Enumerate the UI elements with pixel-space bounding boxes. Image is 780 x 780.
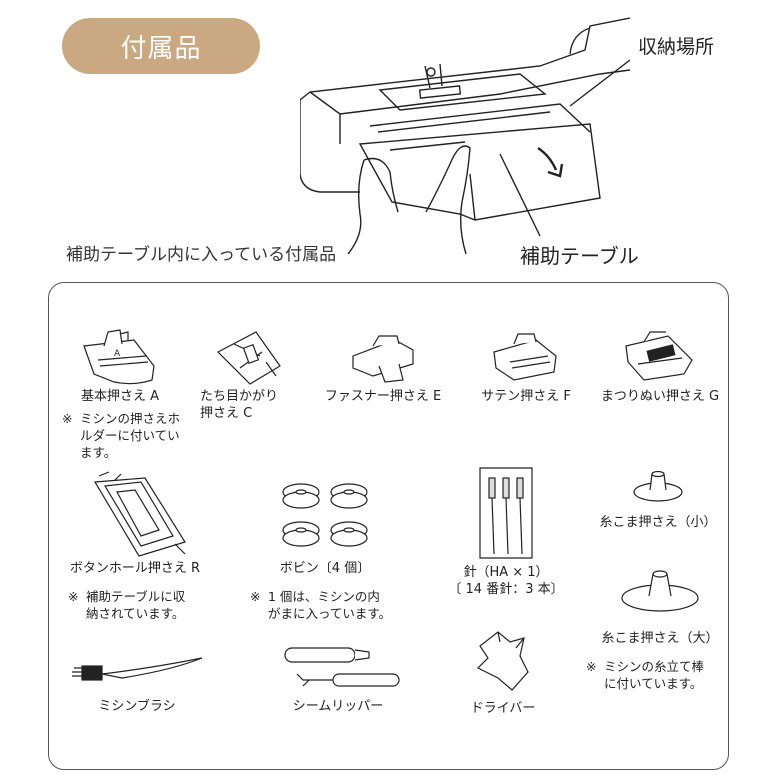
- accessory-foot-c: たち目かがり 押さえ C: [200, 326, 300, 422]
- needle-label-line1: 針（HA × 1）: [463, 565, 549, 580]
- accessory-foot-r: ボタンホール押さえ R: [60, 470, 210, 577]
- bobbin-icon: [282, 483, 368, 547]
- blind-stitch-foot-g-icon: [625, 331, 693, 381]
- satin-foot-f-icon: [493, 333, 557, 381]
- foot-g-label: まつりぬい押さえ G: [600, 389, 720, 404]
- foot-e-label: ファスナー押さえ E: [324, 389, 442, 404]
- accessory-foot-f: サテン押さえ F: [466, 326, 586, 405]
- accessory-screwdriver: ドライバー: [448, 628, 558, 717]
- accessory-foot-a: A 基本押さえ A: [60, 326, 180, 405]
- overcasting-foot-c-icon: [216, 331, 281, 385]
- spool-cap-large-note: ※ミシンの糸立て棒 に付いています。: [586, 659, 705, 691]
- needle-label-line2: 〔 14 番針：3 本〕: [448, 582, 564, 597]
- accessory-brush: ミシンブラシ: [62, 648, 212, 715]
- seam-ripper-icon: [284, 647, 400, 687]
- sewing-machine-illustration: [300, 17, 630, 254]
- buttonhole-note: ※補助テーブルに収 納されています。: [68, 589, 186, 621]
- seam-ripper-label: シームリッパー: [292, 699, 384, 714]
- zipper-foot-e-icon: [352, 335, 414, 383]
- svg-text:A: A: [114, 349, 121, 359]
- foot-a-note: ※ミシンの押さえホ ルダーに付いてい ます。: [62, 411, 181, 460]
- bobbin-label: ボビン〔4 個〕: [279, 561, 371, 576]
- spool-cap-large-label: 糸こま押さえ（大）: [601, 631, 719, 646]
- brush-icon: [72, 657, 203, 681]
- brush-label: ミシンブラシ: [98, 699, 176, 714]
- presser-foot-a-icon: A: [83, 329, 155, 385]
- bobbin-note: ※1 個は、ミシンの内 がまに入っています。: [250, 589, 392, 621]
- foot-f-label: サテン押さえ F: [481, 389, 571, 404]
- accessory-seam-ripper: シームリッパー: [268, 640, 408, 715]
- spool-cap-small-label: 糸こま押さえ（小）: [599, 515, 717, 530]
- accessory-bobbins: ボビン〔4 個〕: [260, 476, 390, 577]
- screwdriver-icon: [476, 631, 529, 691]
- accessory-needles: 針（HA × 1） 〔 14 番針：3 本〕: [436, 464, 576, 598]
- foot-a-label: 基本押さえ A: [80, 389, 160, 404]
- spool-cap-large-icon: [621, 570, 699, 612]
- accessories-panel: [48, 282, 729, 770]
- foot-c-label-line2: 押さえ C: [200, 406, 253, 421]
- page-title: 付属品: [62, 18, 260, 74]
- section-subtitle: 補助テーブル内に入っている付属品: [52, 240, 353, 270]
- foot-c-label-line1: たち目かがり: [200, 389, 279, 404]
- screwdriver-label: ドライバー: [470, 701, 536, 716]
- buttonhole-foot-r-icon: [93, 471, 186, 557]
- foot-r-label: ボタンホール押さえ R: [69, 561, 201, 576]
- storage-location-label: 収納場所: [638, 36, 715, 58]
- spool-cap-small-icon: [633, 470, 683, 502]
- auxiliary-table-label: 補助テーブル: [520, 244, 639, 268]
- accessory-spool-cap-large: 糸こま押さえ（大）: [590, 566, 730, 647]
- accessory-foot-g: まつりぬい押さえ G: [594, 326, 726, 405]
- accessory-foot-e: ファスナー押さえ E: [318, 326, 448, 405]
- accessory-spool-cap-small: 糸こま押さえ（小）: [588, 466, 728, 531]
- needle-pack-icon: [479, 467, 533, 559]
